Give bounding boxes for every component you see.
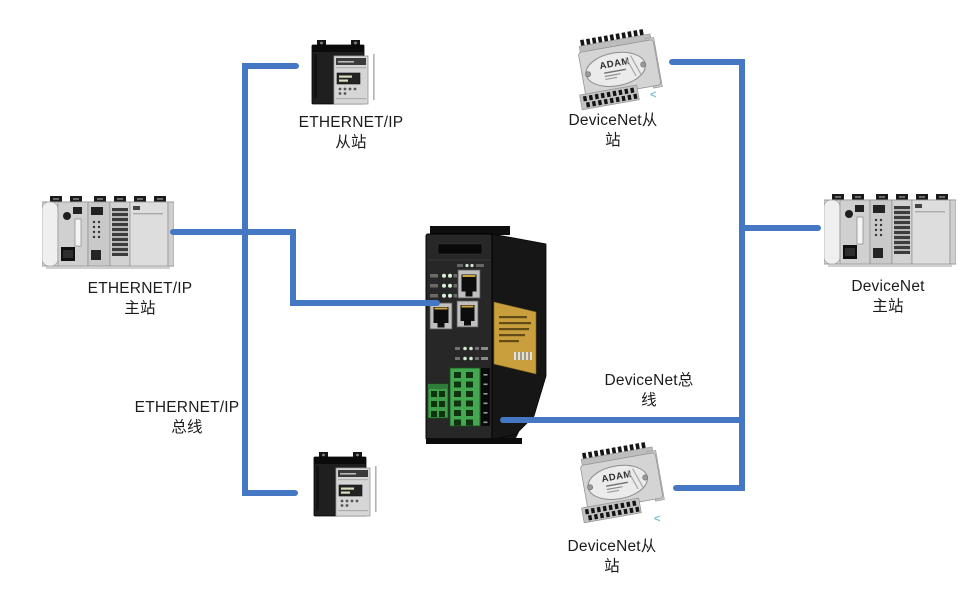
label-devicenet-slave-bottom: DeviceNet从 站 — [527, 537, 697, 577]
cursor-artifact-top: < — [650, 89, 657, 101]
label-ethernetip-bus: ETHERNET/IP 总线 — [102, 398, 272, 438]
label-devicenet-bus: DeviceNet总 线 — [564, 371, 734, 411]
cursor-artifact-bottom: < — [654, 513, 661, 525]
label-devicenet-master: DeviceNet 主站 — [803, 277, 968, 317]
label-line-2: 主站 — [124, 300, 156, 317]
label-line-1: DeviceNet从 — [568, 112, 658, 129]
devicenet-slave-adam-top-image — [572, 27, 664, 115]
label-line-2: 站 — [604, 558, 620, 575]
label-line-2: 从站 — [335, 134, 367, 151]
devicenet-slave-adam-bottom-image — [574, 440, 666, 528]
protocol-gateway-image — [424, 226, 550, 448]
label-line-1: DeviceNet — [851, 278, 925, 295]
label-line-2: 主站 — [872, 298, 904, 315]
label-line-1: ETHERNET/IP — [298, 114, 404, 131]
label-line-2: 站 — [605, 132, 621, 149]
label-line-1: DeviceNet总 — [604, 372, 694, 389]
label-line-1: ETHERNET/IP — [87, 280, 193, 297]
label-line-2: 线 — [641, 392, 657, 409]
label-devicenet-slave-top: DeviceNet从 站 — [528, 111, 698, 151]
label-ethernetip-slave-top: ETHERNET/IP 从站 — [266, 113, 436, 153]
label-ethernetip-master: ETHERNET/IP 主站 — [55, 279, 225, 319]
label-line-1: DeviceNet从 — [567, 538, 657, 555]
label-line-1: ETHERNET/IP — [134, 399, 240, 416]
devicenet-master-plc-image — [824, 192, 956, 270]
ethernetip-master-plc-image — [42, 194, 174, 272]
ethernetip-slave-drive-top-image — [309, 40, 383, 110]
label-line-2: 总线 — [171, 419, 203, 436]
ethernetip-slave-drive-bottom-image — [311, 452, 385, 522]
